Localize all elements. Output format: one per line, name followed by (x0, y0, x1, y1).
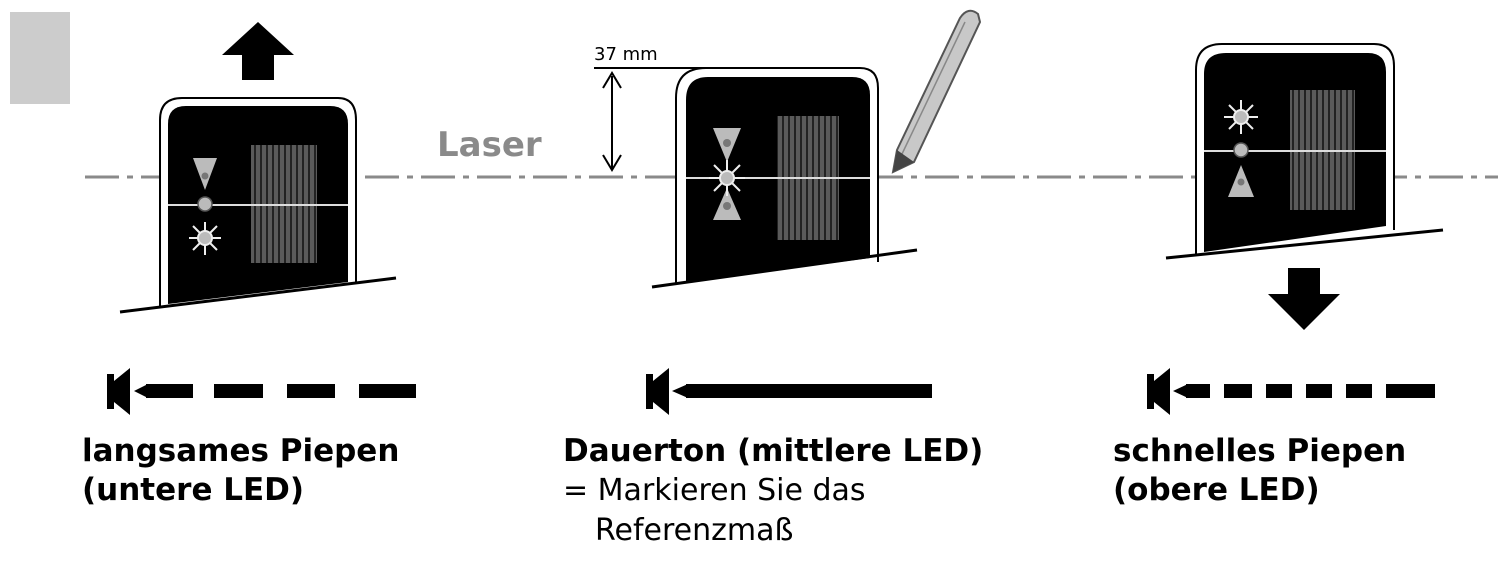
detector-left (119, 22, 397, 314)
caption-instruction: = Markieren Sie das (563, 473, 866, 508)
fast-beep-indicator (1147, 368, 1435, 415)
speaker-icon (1147, 368, 1170, 415)
corner-tab (10, 12, 70, 104)
led-bottom-lit-icon (189, 222, 221, 255)
caption-instruction-cont: Referenzmaß (595, 513, 794, 548)
caption-title: Dauerton (mittlere LED) (563, 433, 984, 469)
pencil-icon (891, 9, 982, 174)
led-top-lit-icon (1224, 100, 1258, 134)
led-middle-icon (1233, 142, 1249, 158)
caption-title: langsames Piepen (82, 433, 400, 469)
speaker-icon (646, 368, 669, 415)
caption-led: (obere LED) (1113, 472, 1320, 508)
led-middle-icon (197, 196, 213, 212)
detector-right (1165, 43, 1444, 330)
caption-title: schnelles Piepen (1113, 433, 1407, 469)
up-arrow-icon (222, 22, 294, 80)
slow-beep-indicator (107, 368, 416, 415)
caption-led: (untere LED) (82, 472, 305, 508)
speaker-icon (107, 368, 130, 415)
measure-label: 37 mm (594, 44, 658, 65)
detector-middle: 37 mm (594, 9, 982, 289)
led-middle-lit-icon (709, 160, 745, 196)
laser-label: Laser (437, 125, 542, 165)
caption-fast-beep: schnelles Piepen (obere LED) (1113, 432, 1406, 510)
continuous-tone-indicator (646, 368, 932, 415)
caption-continuous-tone: Dauerton (mittlere LED) = Markieren Sie … (563, 432, 983, 551)
down-arrow-icon (1268, 268, 1340, 330)
caption-slow-beep: langsames Piepen (untere LED) (82, 432, 399, 510)
